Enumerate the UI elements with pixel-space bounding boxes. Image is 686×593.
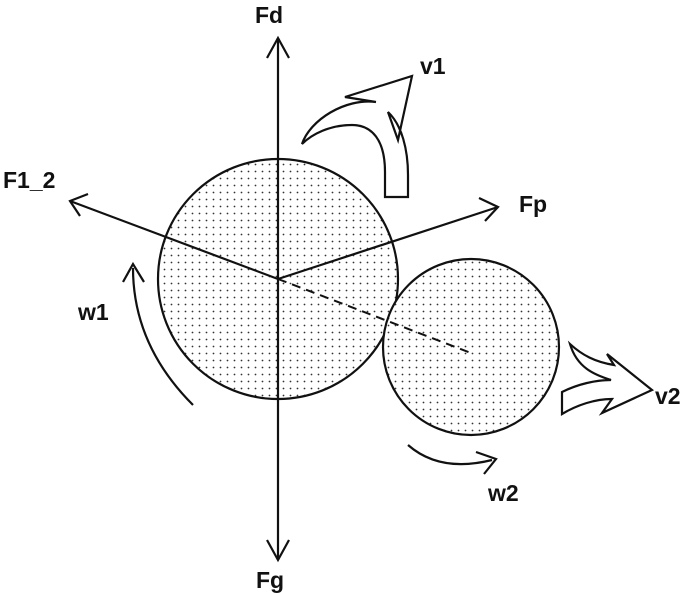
label-fd: Fd [255,2,283,28]
label-w2: w2 [487,480,519,506]
fp-force-line [277,205,499,281]
fg-arrowhead [266,539,290,563]
w1-arrowhead [122,261,145,283]
fd-arrowhead [266,35,290,59]
v2-velocity-arrow [560,340,655,416]
label-fp: Fp [519,191,547,217]
label-f1-2: F1_2 [3,167,55,193]
w2-rotation-arc [407,444,493,466]
small-roller [381,257,561,437]
label-v2: v2 [655,383,681,409]
f1-2-arrowhead [68,192,89,217]
label-w1: w1 [77,299,109,325]
w2-arrowhead [475,450,498,475]
fp-arrowhead [478,197,500,222]
w1-rotation-arc [131,267,194,406]
label-fg: Fg [256,567,284,593]
center-dashed-line [277,278,472,354]
label-v1: v1 [420,53,446,79]
f1-2-force-line [69,199,279,281]
v1-velocity-arrow-outline [300,74,414,199]
